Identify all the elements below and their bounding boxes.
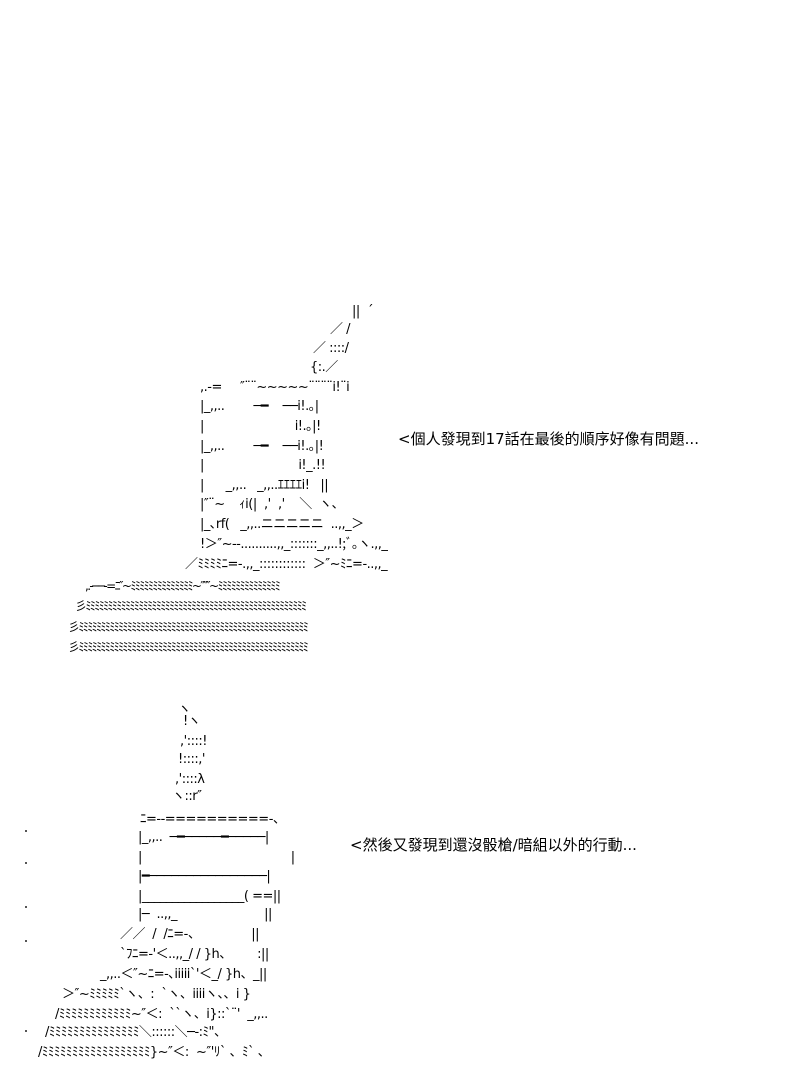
- art-line: |_,,.. ─━ ──i!.｡|!: [200, 439, 324, 454]
- art-line: |─ ..,,_ ||: [138, 907, 272, 922]
- art-line: | i!.｡|!: [200, 419, 321, 434]
- art-line: |_,,.. ─━ ──i!.｡|: [200, 399, 319, 414]
- art-line: |″¨~ ｨi(| ,' ,' ＼ ヽ、: [200, 497, 344, 512]
- art-line: |_________________( ==||: [138, 889, 281, 904]
- dot-mark: [25, 830, 27, 832]
- art-line: ＞″~ﾐﾐﾐﾐﾐ`ヽ、: `ヽ、iiiiヽ、、i }: [62, 987, 251, 1002]
- art-line: ／／ / /ﾆ=‐、 ||: [120, 927, 260, 942]
- art-line: _,,..＜″~ﾆ=‐､iiiii`'＜_/ }h、_||: [100, 967, 267, 982]
- art-line: /ﾐﾐﾐﾐﾐﾐﾐﾐﾐﾐﾐﾐﾐﾐﾐ＼::::::＼─‐:ﾐ"、: [45, 1025, 227, 1040]
- dot-mark: [25, 862, 27, 864]
- art-line: | |: [138, 850, 295, 865]
- art-line: ／ /: [330, 322, 351, 337]
- art-line: ／ﾐﾐﾐﾐﾆ=‐.,,_:::::::::::: ＞″~ﾐﾆ=‐..,,_: [185, 557, 388, 572]
- dot-mark: [25, 940, 27, 942]
- caption-2: <然後又發現到還沒骰槍/暗組以外的行動...: [350, 836, 637, 854]
- art-line: /ﾐﾐﾐﾐﾐﾐﾐﾐﾐﾐﾐﾐﾐﾐﾐﾐﾐﾐ}~″＜: ~″'ﾘ` 、ﾐ` 、: [38, 1045, 271, 1060]
- art-line: !ヽ: [183, 714, 201, 729]
- art-line: {:.／: [310, 360, 338, 375]
- art-line: |━────────────────|: [138, 869, 271, 884]
- art-line: ,.-──‐=ﾆ″~ﾐﾐﾐﾐﾐﾐﾐﾐﾐﾐﾐﾐﾐﾐ~″″″~ﾐﾐﾐﾐﾐﾐﾐﾐﾐﾐﾐ…: [85, 579, 281, 593]
- art-line: || ´: [352, 304, 374, 319]
- art-line: 彡ﾐﾐﾐﾐﾐﾐﾐﾐﾐﾐﾐﾐﾐﾐﾐﾐﾐﾐﾐﾐﾐﾐﾐﾐﾐﾐﾐﾐﾐﾐﾐﾐﾐﾐﾐﾐﾐﾐﾐ…: [75, 599, 307, 613]
- art-line: ,'::::!: [180, 734, 207, 749]
- dot-mark: [25, 906, 27, 908]
- art-line: 彡ﾐﾐﾐﾐﾐﾐﾐﾐﾐﾐﾐﾐﾐﾐﾐﾐﾐﾐﾐﾐﾐﾐﾐﾐﾐﾐﾐﾐﾐﾐﾐﾐﾐﾐﾐﾐﾐﾐﾐ…: [68, 640, 309, 654]
- art-line: |_,,.. ─━─────━─────|: [138, 830, 269, 845]
- dot-mark: [25, 1030, 27, 1032]
- art-line: ヽ::r″: [172, 789, 202, 804]
- art-line: ﾆ=‐‐==========‐、: [140, 812, 286, 827]
- art-line: ,.-= ″¨¨~~~~~¨¨¨¨i!¨i: [200, 380, 350, 395]
- art-line: !＞″~‐-..........,,_:::::::_,,..!;ﾞ｡ヽ.,,_: [200, 537, 388, 552]
- art-line: ／ ::::/: [313, 341, 349, 356]
- art-line: ヽ: [178, 702, 191, 717]
- caption-1: <個人發現到17話在最後的順序好像有問題...: [398, 430, 699, 448]
- art-line: | _,,.. _,,..ｴｴｴｴi! ||: [200, 478, 329, 493]
- art-line: /ﾐﾐﾐﾐﾐﾐﾐﾐﾐﾐﾐﾐ~″＜: ``ヽ、i}::`¨' _,,..: [55, 1007, 268, 1022]
- art-line: `ﾌﾆ=‐'＜..,,_/ / }h、 :||: [120, 947, 269, 962]
- art-line: |_､rf( _,,..ニニニニニ ..,,_＞: [200, 517, 364, 532]
- art-line: !::::,': [178, 752, 205, 767]
- art-line: ,'::::λ: [175, 772, 205, 787]
- art-line: | i!_.!!: [200, 458, 326, 473]
- art-line: 彡ﾐﾐﾐﾐﾐﾐﾐﾐﾐﾐﾐﾐﾐﾐﾐﾐﾐﾐﾐﾐﾐﾐﾐﾐﾐﾐﾐﾐﾐﾐﾐﾐﾐﾐﾐﾐﾐﾐﾐ…: [68, 620, 309, 634]
